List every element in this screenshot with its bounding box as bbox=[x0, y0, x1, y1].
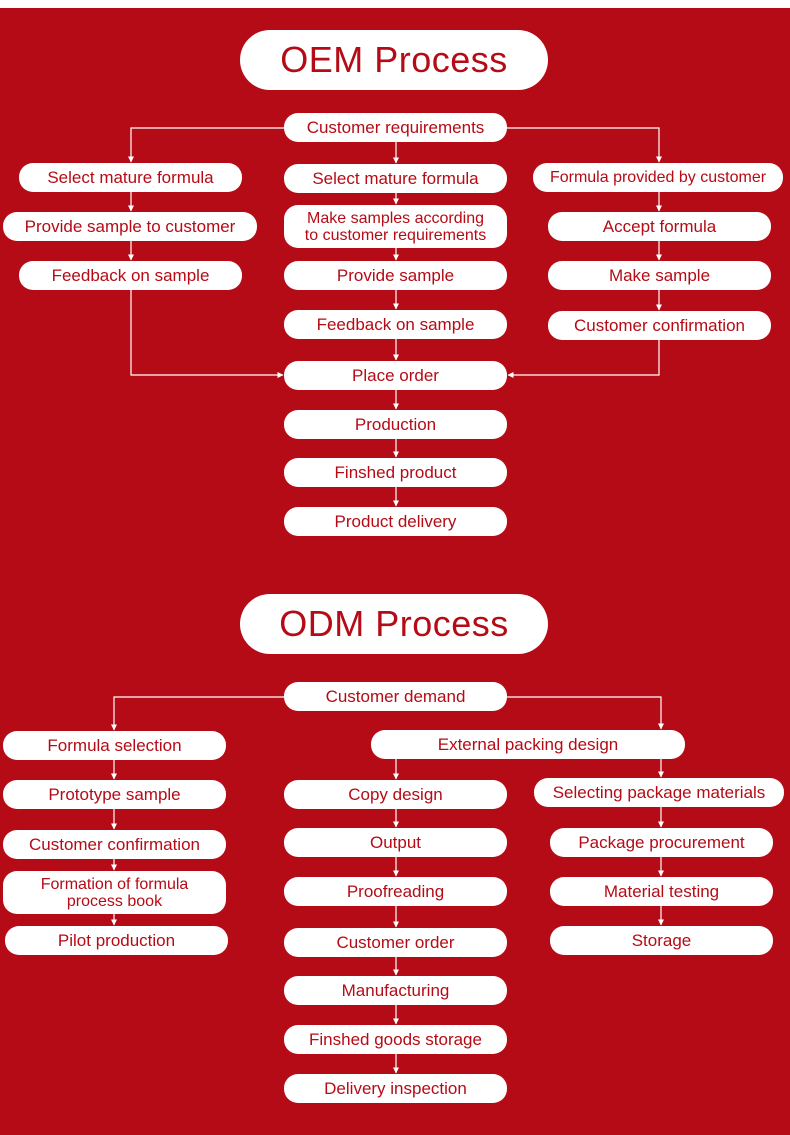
odm-left-step: Prototype sample bbox=[3, 780, 226, 809]
oem-right-step: Customer confirmation bbox=[548, 311, 771, 340]
odm-right-step: Storage bbox=[550, 926, 773, 955]
oem-center-step: Make samples according to customer requi… bbox=[284, 205, 507, 248]
odm-process-title: ODM Process bbox=[240, 594, 548, 654]
odm-right-step: Package procurement bbox=[550, 828, 773, 857]
connector bbox=[507, 696, 664, 730]
oem-center-step: Feedback on sample bbox=[284, 310, 507, 339]
odm-left-step: Customer confirmation bbox=[3, 830, 226, 859]
odm-center-step: Proofreading bbox=[284, 877, 507, 906]
odm-left-step: Formula selection bbox=[3, 731, 226, 760]
oem-bottom-step: Product delivery bbox=[284, 507, 507, 536]
oem-right-step: Make sample bbox=[548, 261, 771, 290]
oem-customer-requirements: Customer requirements bbox=[284, 113, 507, 142]
connector bbox=[130, 290, 284, 378]
oem-right-step: Accept formula bbox=[548, 212, 771, 241]
oem-left-step: Select mature formula bbox=[19, 163, 242, 192]
odm-center-step: Manufacturing bbox=[284, 976, 507, 1005]
odm-center-step: Finshed goods storage bbox=[284, 1025, 507, 1054]
odm-center-step: Delivery inspection bbox=[284, 1074, 507, 1103]
odm-customer-demand: Customer demand bbox=[284, 682, 507, 711]
connector bbox=[507, 340, 660, 378]
odm-right-step: Selecting package materials bbox=[534, 778, 784, 807]
connector bbox=[111, 696, 284, 731]
oem-center-step: Select mature formula bbox=[284, 164, 507, 193]
oem-left-step: Provide sample to customer bbox=[3, 212, 257, 241]
oem-bottom-step: Production bbox=[284, 410, 507, 439]
oem-left-step: Feedback on sample bbox=[19, 261, 242, 290]
odm-center-step: Copy design bbox=[284, 780, 507, 809]
odm-left-step: Pilot production bbox=[5, 926, 228, 955]
oem-right-step: Formula provided by customer bbox=[533, 163, 783, 192]
odm-left-step: Formation of formula process book bbox=[3, 871, 226, 914]
oem-bottom-step: Finshed product bbox=[284, 458, 507, 487]
connector bbox=[507, 127, 662, 163]
odm-external-packing-design: External packing design bbox=[371, 730, 685, 759]
odm-center-step: Customer order bbox=[284, 928, 507, 957]
connector bbox=[128, 127, 284, 163]
oem-bottom-step: Place order bbox=[284, 361, 507, 390]
odm-center-step: Output bbox=[284, 828, 507, 857]
oem-process-title: OEM Process bbox=[240, 30, 548, 90]
odm-right-step: Material testing bbox=[550, 877, 773, 906]
oem-center-step: Provide sample bbox=[284, 261, 507, 290]
